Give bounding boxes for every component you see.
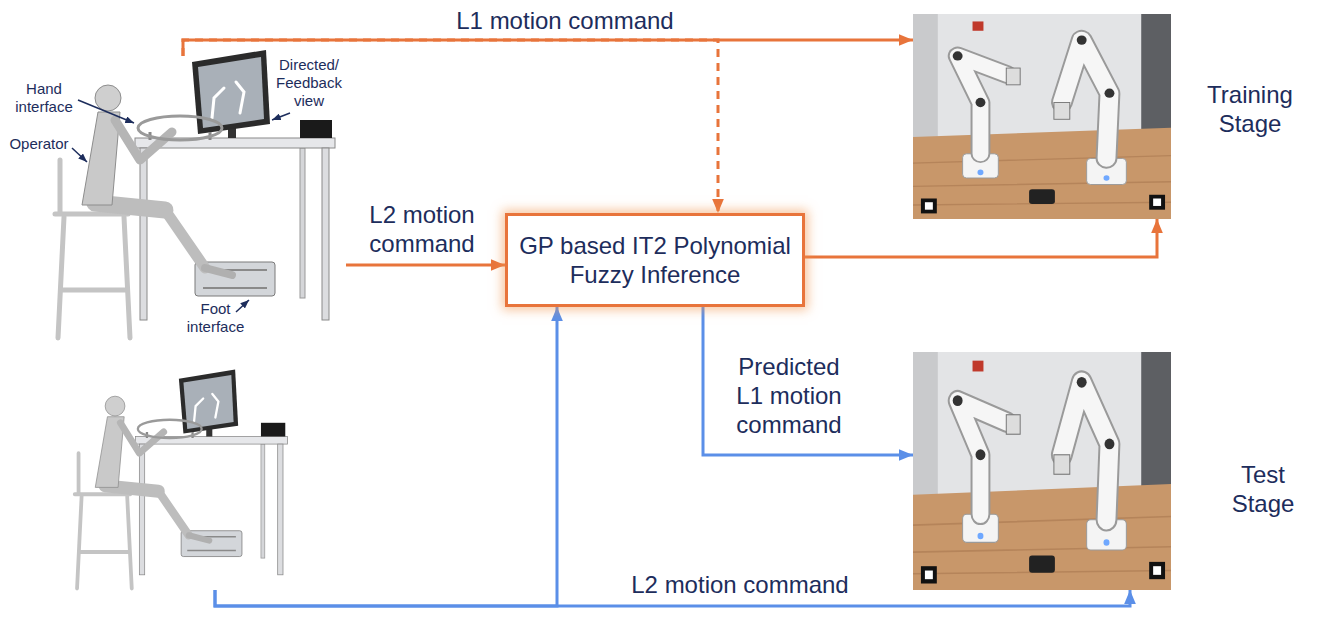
leader-line (236, 300, 249, 312)
operator-scene: Hand interface Directed/ Feedback viewOpe… (4, 56, 346, 346)
callout-label: Foot interface (178, 300, 253, 336)
edge-label: L2 motion command (360, 200, 484, 258)
leader-line (272, 113, 290, 120)
connector-arrow (703, 307, 913, 455)
leader-lines (72, 100, 290, 312)
operator-scene (36, 362, 296, 590)
callout-label: Directed/ Feedback view (274, 56, 344, 110)
connector-arrow (183, 40, 913, 56)
connector-arrow (346, 264, 505, 267)
edge-label: Predicted L1 motion command (728, 352, 850, 439)
stage-caption: Training Stage (1194, 80, 1306, 138)
edge-label: L1 motion command (445, 6, 685, 35)
robot-photo: Training Stage (913, 14, 1171, 219)
callout-label: Operator (6, 135, 72, 153)
operator-scene (75, 370, 288, 589)
leader-line (78, 100, 134, 123)
process-text: GP based IT2 Polynomial Fuzzy Inference (518, 231, 792, 289)
robot-photo: Test Stage (913, 352, 1171, 590)
leader-line (72, 148, 87, 162)
connector-arrow (805, 219, 1157, 257)
operator-scene (55, 50, 335, 338)
test-photo (913, 352, 1171, 590)
edge-label: L2 motion command (620, 570, 860, 599)
stage-caption: Test Stage (1218, 460, 1308, 518)
process-box: GP based IT2 Polynomial Fuzzy Inference (505, 213, 805, 307)
connector-arrow (183, 40, 718, 213)
callout-label: Hand interface (8, 80, 80, 116)
connector-arrow (215, 307, 557, 606)
training-photo (913, 14, 1171, 219)
